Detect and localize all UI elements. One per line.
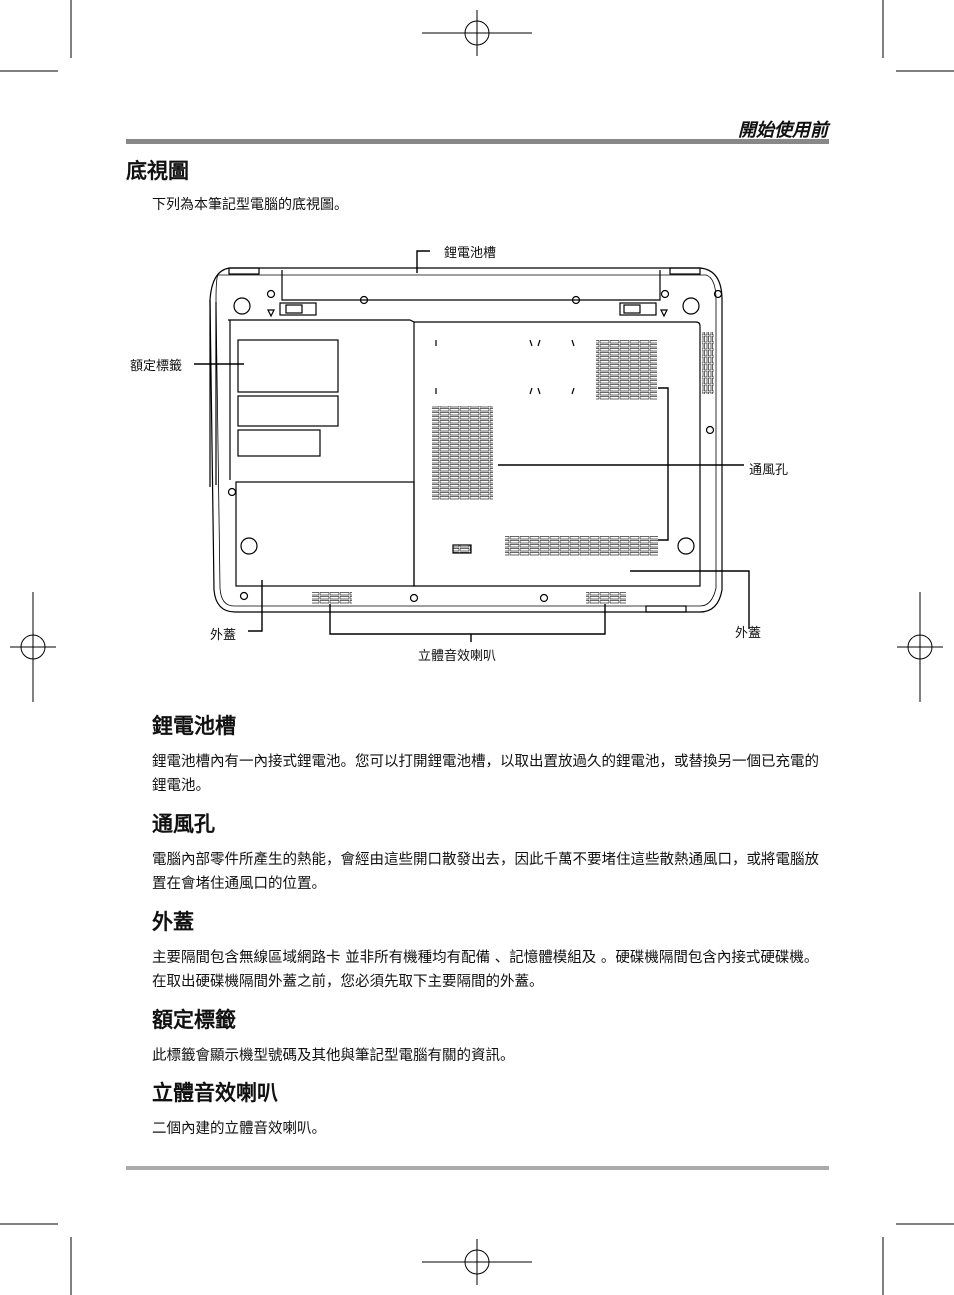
section-rating-label: 額定標籤 此標籤會顯示機型號碼及其他與筆記型電腦有關的資訊。 xyxy=(152,1004,832,1068)
section-cover: 外蓋 主要隔間包含無線區域網路卡 並非所有機種均有配備 、記憶體模組及 。硬碟機… xyxy=(152,906,832,994)
cover-left-label: 外蓋 xyxy=(210,628,237,643)
section-body: 主要隔間包含無線區域網路卡 並非所有機種均有配備 、記憶體模組及 。硬碟機隔間包… xyxy=(152,950,819,990)
section-body: 電腦內部零件所產生的熱能，會經由這些開口散發出去，因此千萬不要堵住這些散熱通風口… xyxy=(152,852,819,892)
vents-label: 通風孔 xyxy=(749,463,789,478)
section-body: 此標籤會顯示機型號碼及其他與筆記型電腦有關的資訊。 xyxy=(152,1048,515,1064)
rating-label-label: 額定標籤 xyxy=(130,359,183,374)
page-intro: 下列為本筆記型電腦的底視圖。 xyxy=(152,197,348,213)
section-battery-bay: 鋰電池槽 鋰電池槽內有一內接式鋰電池。您可以打開鋰電池槽，以取出置放過久的鋰電池… xyxy=(152,710,832,798)
section-body: 二個內建的立體音效喇叭。 xyxy=(152,1121,326,1137)
header-rule xyxy=(126,139,829,144)
section-title: 額定標籤 xyxy=(152,1008,236,1032)
section-title: 通風孔 xyxy=(152,812,215,836)
page-title: 底視圖 xyxy=(126,159,189,183)
laptop-bottom-illustration xyxy=(194,250,750,642)
header-section-title: 開始使用前 xyxy=(738,120,828,141)
section-body: 鋰電池槽內有一內接式鋰電池。您可以打開鋰電池槽，以取出置放過久的鋰電池，或替換另… xyxy=(152,754,819,794)
section-title: 外蓋 xyxy=(152,910,194,934)
speakers-label: 立體音效喇叭 xyxy=(418,649,497,664)
footer-rule xyxy=(126,1166,829,1170)
bottom-view-diagram: 鋰電池槽 額定標籤 通風孔 外蓋 外蓋 立體音效喇叭 xyxy=(0,230,954,680)
section-vents: 通風孔 電腦內部零件所產生的熱能，會經由這些開口散發出去，因此千萬不要堵住這些散… xyxy=(152,808,832,896)
section-title: 立體音效喇叭 xyxy=(152,1081,278,1105)
section-title: 鋰電池槽 xyxy=(152,714,236,738)
section-speakers: 立體音效喇叭 二個內建的立體音效喇叭。 xyxy=(152,1077,832,1141)
battery-bay-label: 鋰電池槽 xyxy=(444,246,497,261)
cover-right-label: 外蓋 xyxy=(735,626,762,641)
